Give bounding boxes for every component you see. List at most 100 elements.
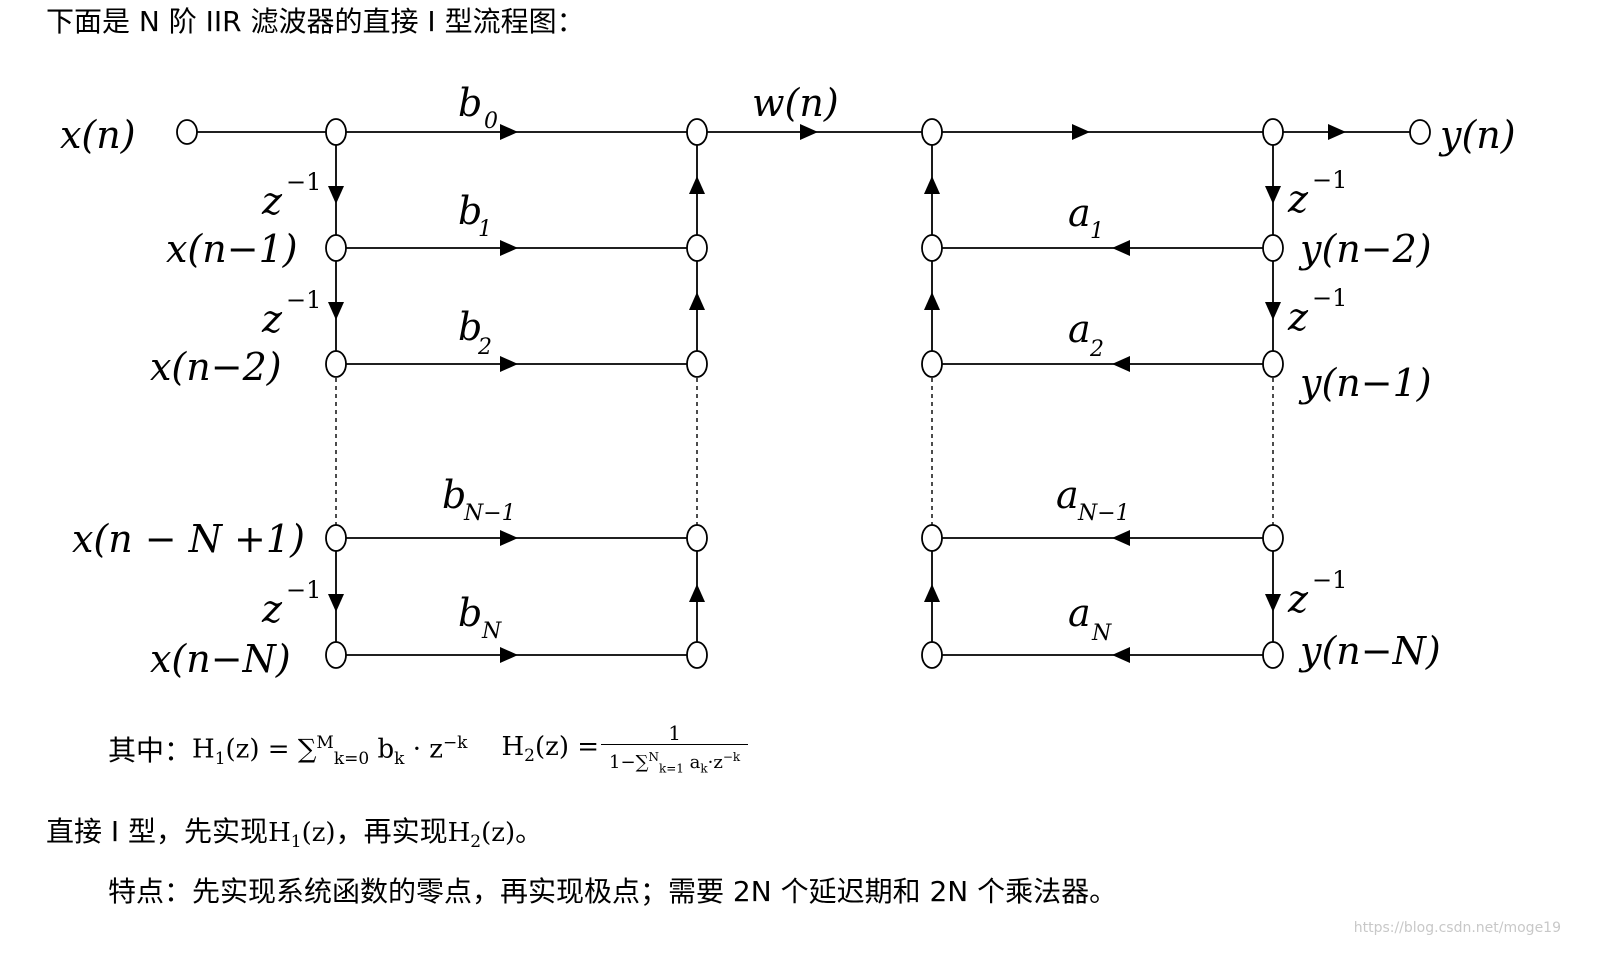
coef-base: a: [1056, 473, 1079, 517]
coef-sub: 0: [484, 109, 498, 134]
arrow-sum-a-1: [924, 176, 940, 194]
arrow-x-delay-n: [328, 594, 344, 612]
delay-exp: −1: [1312, 166, 1347, 194]
coef-sub: N−1: [463, 501, 516, 526]
node: [1262, 234, 1284, 262]
h2-numerator: 1: [601, 722, 749, 745]
arrow-y-delay-2: [1265, 302, 1281, 320]
delay-exp: −1: [1312, 284, 1347, 312]
delay-z: z: [261, 179, 283, 223]
node: [921, 524, 943, 552]
arrow-an-1: [1112, 530, 1130, 546]
delay-z: z: [261, 297, 283, 341]
coef-b1: b 1: [458, 189, 492, 242]
arrow-a1: [1112, 240, 1130, 256]
coef-base: b: [458, 81, 482, 125]
coef-bn-1: b N−1: [442, 473, 516, 526]
arrow-sum-a-n: [924, 584, 940, 602]
node: [686, 234, 708, 262]
h1-formula: H1(z) = ∑Mk=0 bk · z−k: [192, 733, 468, 770]
coef-sub: N: [1091, 621, 1112, 646]
x-tap-label: x(n−N): [150, 637, 291, 681]
h2-fraction: 1 1−∑Nk=1 ak·z−k: [601, 722, 749, 781]
delay-label-y1: z −1: [1287, 166, 1347, 221]
node: [1262, 641, 1284, 669]
arrow-b1: [500, 240, 518, 256]
delay-z: z: [261, 587, 283, 631]
node: [686, 524, 708, 552]
node: [1262, 118, 1284, 146]
coef-a2: a 2: [1068, 307, 1104, 362]
arrow-bn-1: [500, 530, 518, 546]
delay-label-yn: z −1: [1287, 566, 1347, 621]
delay-label-x1: z −1: [261, 168, 321, 223]
input-label: x(n): [60, 113, 136, 157]
coef-base: b: [458, 591, 482, 635]
arrow-b0: [500, 124, 518, 140]
coef-sub: N: [481, 619, 502, 644]
arrow-sum-b-2: [689, 292, 705, 310]
delay-exp: −1: [1312, 566, 1347, 594]
x-tap-label: x(n − N +1): [72, 517, 305, 561]
node: [325, 234, 347, 262]
node: [325, 641, 347, 669]
coef-sub: 2: [477, 335, 492, 360]
delay-z: z: [1287, 295, 1309, 339]
arrow-top-right: [1072, 124, 1090, 140]
delay-exp: −1: [286, 168, 321, 196]
delay-z: z: [1287, 577, 1309, 621]
output-label: y(n): [1438, 113, 1516, 157]
coef-sub: N−1: [1077, 501, 1130, 526]
coef-bn: b N: [458, 591, 502, 644]
arrow-x-delay-2: [328, 302, 344, 320]
formula-prefix: 其中：: [108, 734, 193, 768]
delay-label-xn: z −1: [261, 576, 321, 631]
delay-z: z: [1287, 177, 1309, 221]
arrow-out: [1328, 124, 1346, 140]
node: [686, 118, 708, 146]
coef-base: b: [442, 473, 466, 517]
node: [1262, 524, 1284, 552]
y-tap-label: y(n−1): [1298, 361, 1432, 405]
coef-base: a: [1068, 191, 1091, 235]
delay-exp: −1: [286, 286, 321, 314]
coef-b2: b 2: [458, 305, 492, 360]
arrow-a2: [1112, 356, 1130, 372]
y-tap-label: y(n−N): [1298, 629, 1441, 673]
coef-base: a: [1068, 591, 1091, 635]
arrow-y-delay-n: [1265, 594, 1281, 612]
node: [686, 350, 708, 378]
arrow-b2: [500, 356, 518, 372]
coef-an-1: a N−1: [1056, 473, 1130, 526]
nodes: [176, 118, 1431, 669]
node: [921, 118, 943, 146]
coef-sub: 1: [478, 217, 492, 242]
node: [1262, 350, 1284, 378]
node: [921, 350, 943, 378]
intro-text: 下面是 N 阶 IIR 滤波器的直接 I 型流程图：: [46, 5, 585, 38]
delay-label-x2: z −1: [261, 286, 321, 341]
node-output: [1409, 119, 1431, 145]
arrow-y-delay-1: [1265, 186, 1281, 204]
w-label: w(n): [752, 81, 839, 125]
features-text: 特点：先实现系统函数的零点，再实现极点；需要 2N 个延迟期和 2N 个乘法器。: [108, 875, 1118, 908]
node: [686, 641, 708, 669]
y-tap-label: y(n−2): [1298, 227, 1432, 271]
delay-label-y2: z −1: [1287, 284, 1347, 339]
watermark: https://blog.csdn.net/moge19: [1353, 920, 1561, 936]
structure-description: 直接 I 型，先实现H1(z)，再实现H2(z)。: [46, 815, 544, 853]
coef-base: b: [458, 189, 482, 233]
formula-line: 其中： H1(z) = ∑Mk=0 bk · z−k H2(z) = 1 1−∑…: [108, 722, 749, 781]
delay-exp: −1: [286, 576, 321, 604]
node-input: [176, 119, 198, 145]
node: [325, 350, 347, 378]
node: [325, 118, 347, 146]
coef-a1: a 1: [1068, 191, 1104, 244]
arrow-an: [1112, 647, 1130, 663]
arrow-bn: [500, 647, 518, 663]
arrow-sum-a-2: [924, 292, 940, 310]
arrow-sum-b-1: [689, 176, 705, 194]
node: [921, 234, 943, 262]
coef-base: b: [458, 305, 482, 349]
